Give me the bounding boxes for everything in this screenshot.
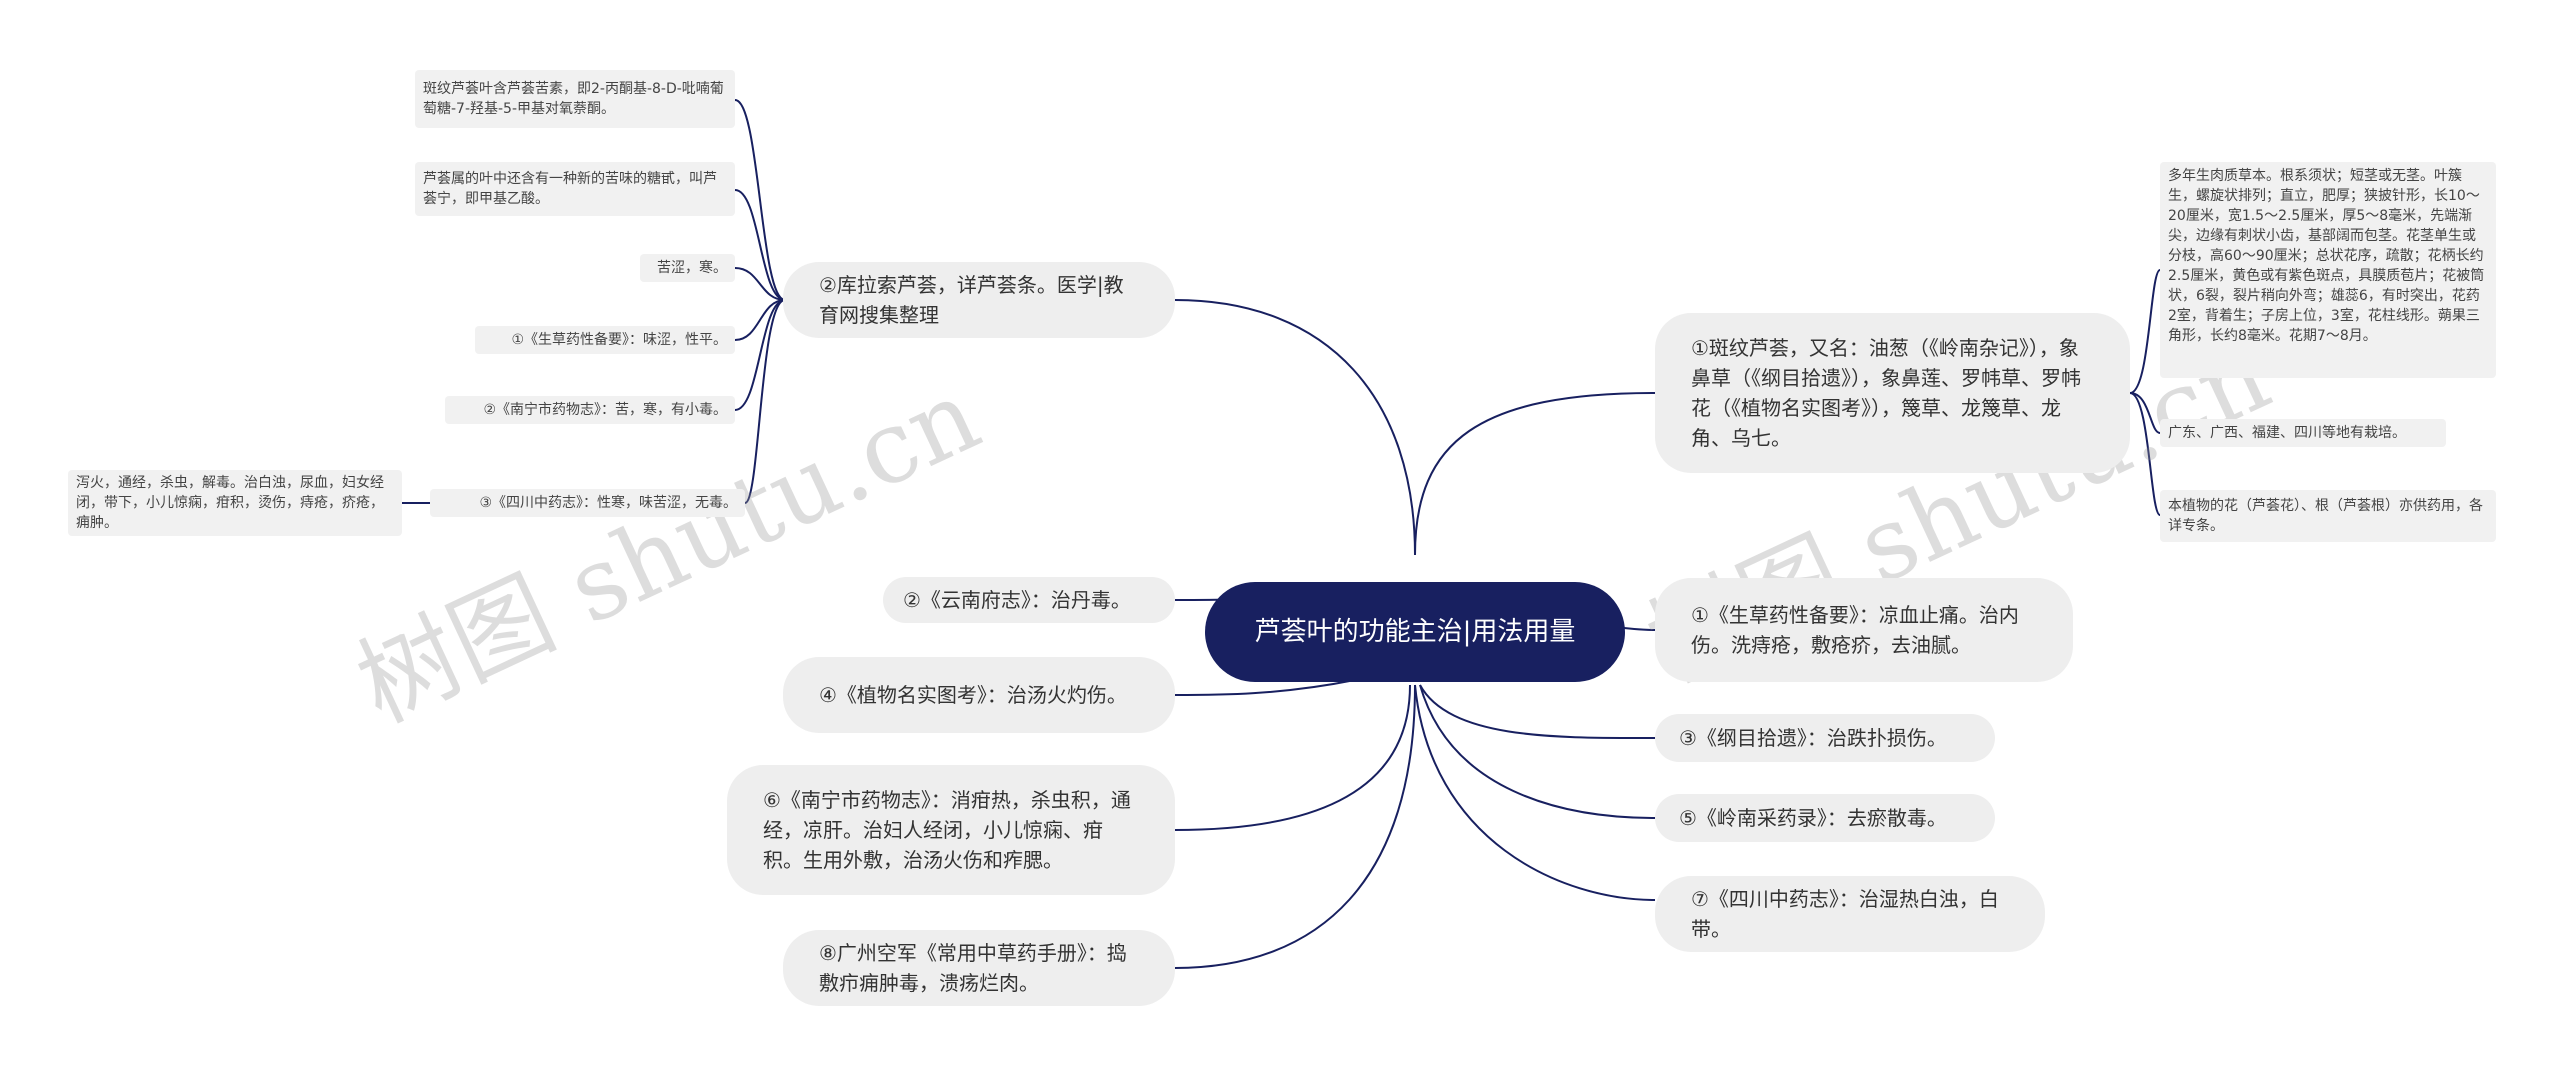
link-root-left-3 (1174, 679, 1356, 696)
link-root-right-5 (1414, 684, 1656, 901)
link-left-leaf-5 (734, 299, 786, 411)
root-topic[interactable]: 芦荟叶的功能主治|用法用量 (1205, 582, 1625, 682)
far-left-leaf[interactable]: 泻火，通经，杀虫，解毒。治白浊，尿血，妇女经闭，带下，小儿惊痫，疳积，烫伤，痔疮… (68, 470, 402, 536)
right-node-3[interactable]: ③《纲目拾遗》：治跌扑损伤。 (1655, 714, 1995, 762)
left-leaf-4[interactable]: ①《生草药性备要》：味涩，性平。 (475, 326, 735, 354)
left-leaf-1[interactable]: 斑纹芦荟叶含芦荟苦素，即2-丙酮基-8-D-吡喃葡萄糖-7-羟基-5-甲基对氧萘… (415, 70, 735, 128)
link-root-right-1 (1414, 392, 1656, 556)
left-leaf-2[interactable]: 芦荟属的叶中还含有一种新的苦味的糖甙，叫芦荟宁，即甲基乙酸。 (415, 162, 735, 216)
left-node-2[interactable]: ②《云南府志》：治丹毒。 (883, 577, 1175, 623)
right-node-4[interactable]: ⑤《岭南采药录》：去瘀散毒。 (1655, 794, 1995, 842)
right-node-2[interactable]: ①《生草药性备要》：凉血止痛。治内伤。洗痔疮，敷疮疥，去油腻。 (1655, 578, 2073, 682)
link-root-left-1 (1174, 299, 1416, 556)
left-leaf-3[interactable]: 苦涩，寒。 (640, 254, 735, 282)
right-leaf-3[interactable]: 本植物的花（芦荟花）、根（芦荟根）亦供药用，各详专条。 (2160, 490, 2496, 542)
left-node-4[interactable]: ⑥《南宁市药物志》：消疳热，杀虫积，通经，凉肝。治妇人经闭，小儿惊痫、疳积。生用… (727, 765, 1175, 895)
link-left-leaf-1 (734, 99, 786, 301)
link-root-right-4 (1419, 684, 1656, 819)
left-node-3[interactable]: ④《植物名实图考》：治汤火灼伤。 (783, 657, 1175, 733)
left-leaf-5[interactable]: ②《南宁市药物志》：苦，寒，有小毒。 (445, 396, 735, 424)
right-node-5[interactable]: ⑦《四川中药志》：治湿热白浊，白带。 (1655, 876, 2045, 952)
right-leaf-2[interactable]: 广东、广西、福建、四川等地有栽培。 (2160, 419, 2446, 447)
link-right-leaf-3 (2129, 392, 2161, 516)
link-left-leaf-6 (744, 299, 786, 504)
left-node-5[interactable]: ⑧广州空军《常用中草药手册》：捣敷疖痈肿毒，溃疡烂肉。 (783, 930, 1175, 1006)
link-root-left-4 (1174, 684, 1411, 831)
link-right-leaf-1 (2129, 269, 2161, 394)
link-root-left-5 (1174, 684, 1416, 969)
link-right-leaf-2 (2129, 392, 2161, 434)
link-left-leaf-4 (734, 299, 786, 341)
right-leaf-1[interactable]: 多年生肉质草本。根系须状；短茎或无茎。叶簇生，螺旋状排列；直立，肥厚；狭披针形，… (2160, 162, 2496, 378)
link-left-leaf-3 (734, 267, 786, 301)
left-node-1[interactable]: ②库拉索芦荟，详芦荟条。医学|教育网搜集整理 (783, 262, 1175, 338)
right-node-1[interactable]: ①斑纹芦荟，又名：油葱（《岭南杂记》），象鼻草（《纲目拾遗》），象鼻莲、罗帏草、… (1655, 313, 2130, 473)
link-left-leaf-2 (734, 189, 786, 301)
left-leaf-6[interactable]: ③《四川中药志》：性寒，味苦涩，无毒。 (430, 489, 745, 517)
link-root-right-3 (1419, 684, 1656, 740)
